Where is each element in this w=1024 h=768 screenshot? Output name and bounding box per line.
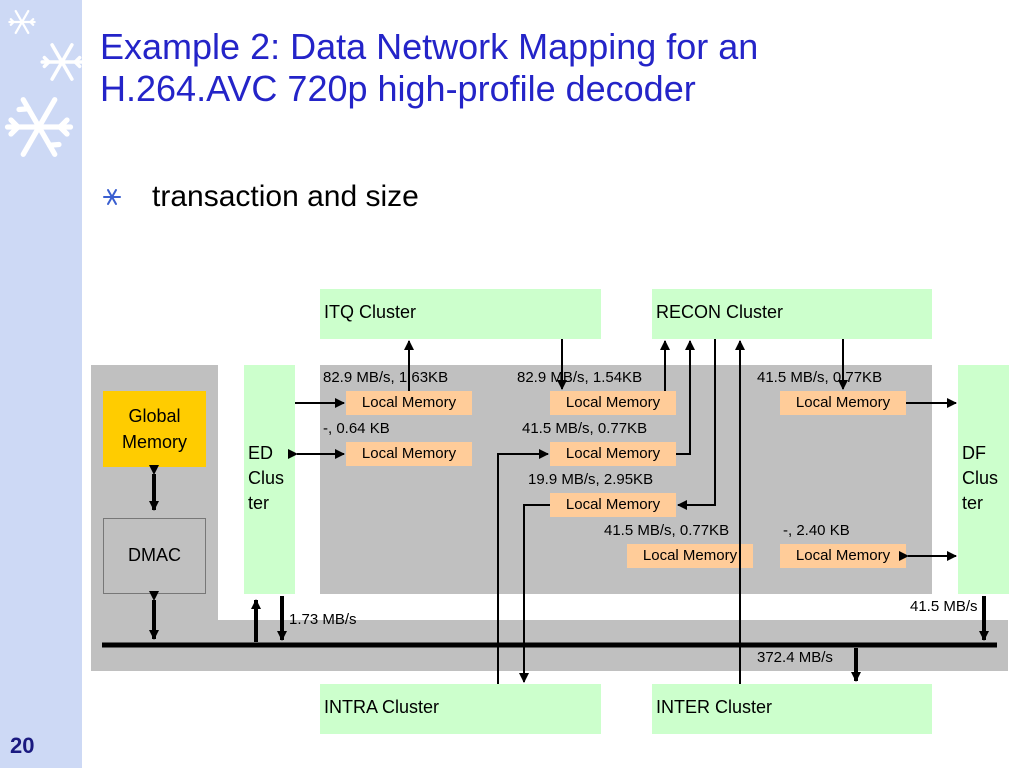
arrow-lm5-recon xyxy=(676,340,695,455)
ed-cluster-label: ED Clus ter xyxy=(248,443,285,513)
local-memory: Local Memory xyxy=(550,493,676,517)
rate-label: 41.5 MB/s, 0.77KB xyxy=(604,522,730,539)
rate-label: 19.9 MB/s, 2.95KB xyxy=(528,471,654,488)
snowflake-icon xyxy=(40,43,84,81)
inter-cluster-label: INTER Cluster xyxy=(656,697,773,717)
rate-label: -, 0.64 KB xyxy=(323,420,390,437)
intra-cluster: INTRA Cluster xyxy=(320,684,601,734)
local-memory: Local Memory xyxy=(550,391,676,415)
global-memory: Global Memory xyxy=(103,391,206,467)
page-number: 20 xyxy=(10,733,35,758)
local-memory: Local Memory xyxy=(780,391,906,415)
arrow-intra-lm5 xyxy=(497,449,549,684)
title-line-1: Example 2: Data Network Mapping for an xyxy=(100,26,759,67)
rate-label: 82.9 MB/s, 1.54KB xyxy=(517,369,643,386)
local-memory: Local Memory xyxy=(346,391,472,415)
snowflake-icon xyxy=(4,97,74,157)
arrow-recon-lm6 xyxy=(677,339,716,510)
local-memory: Local Memory xyxy=(627,544,753,568)
arrow-lm6-intra xyxy=(519,504,550,683)
sidebar: 20 xyxy=(0,0,84,768)
snowflake-icon xyxy=(8,9,36,35)
df-cluster-label: DF Clus ter xyxy=(962,443,999,513)
intra-cluster-label: INTRA Cluster xyxy=(324,697,440,717)
local-memory: Local Memory xyxy=(346,442,472,466)
global-memory-label: Global Memory xyxy=(121,406,187,452)
rate-label: 82.9 MB/s, 1.63KB xyxy=(323,369,449,386)
rate-label: 41.5 MB/s xyxy=(910,598,978,615)
rate-label: 41.5 MB/s, 0.77KB xyxy=(522,420,648,437)
itq-cluster: ITQ Cluster xyxy=(320,289,601,339)
recon-cluster-label: RECON Cluster xyxy=(656,302,784,322)
snowflake-bullet-icon xyxy=(103,189,121,205)
itq-cluster-label: ITQ Cluster xyxy=(324,302,417,322)
bullet-text: transaction and size xyxy=(152,180,419,213)
local-memory: Local Memory xyxy=(550,442,676,466)
ed-cluster: ED Clus ter xyxy=(244,365,295,594)
title-line-2: H.264.AVC 720p high-profile decoder xyxy=(100,68,696,109)
rate-label: -, 2.40 KB xyxy=(783,522,850,539)
rate-label: 41.5 MB/s, 0.77KB xyxy=(757,369,883,386)
dmac-label: DMAC xyxy=(128,545,181,565)
slide-title: Example 2: Data Network Mapping for an H… xyxy=(100,26,1000,110)
rate-label: 1.73 MB/s xyxy=(289,611,357,628)
recon-cluster: RECON Cluster xyxy=(652,289,932,339)
inter-cluster: INTER Cluster xyxy=(652,684,932,734)
rate-label: 372.4 MB/s xyxy=(757,649,833,666)
df-cluster: DF Clus ter xyxy=(958,365,1009,594)
local-memory: Local Memory xyxy=(780,544,906,568)
